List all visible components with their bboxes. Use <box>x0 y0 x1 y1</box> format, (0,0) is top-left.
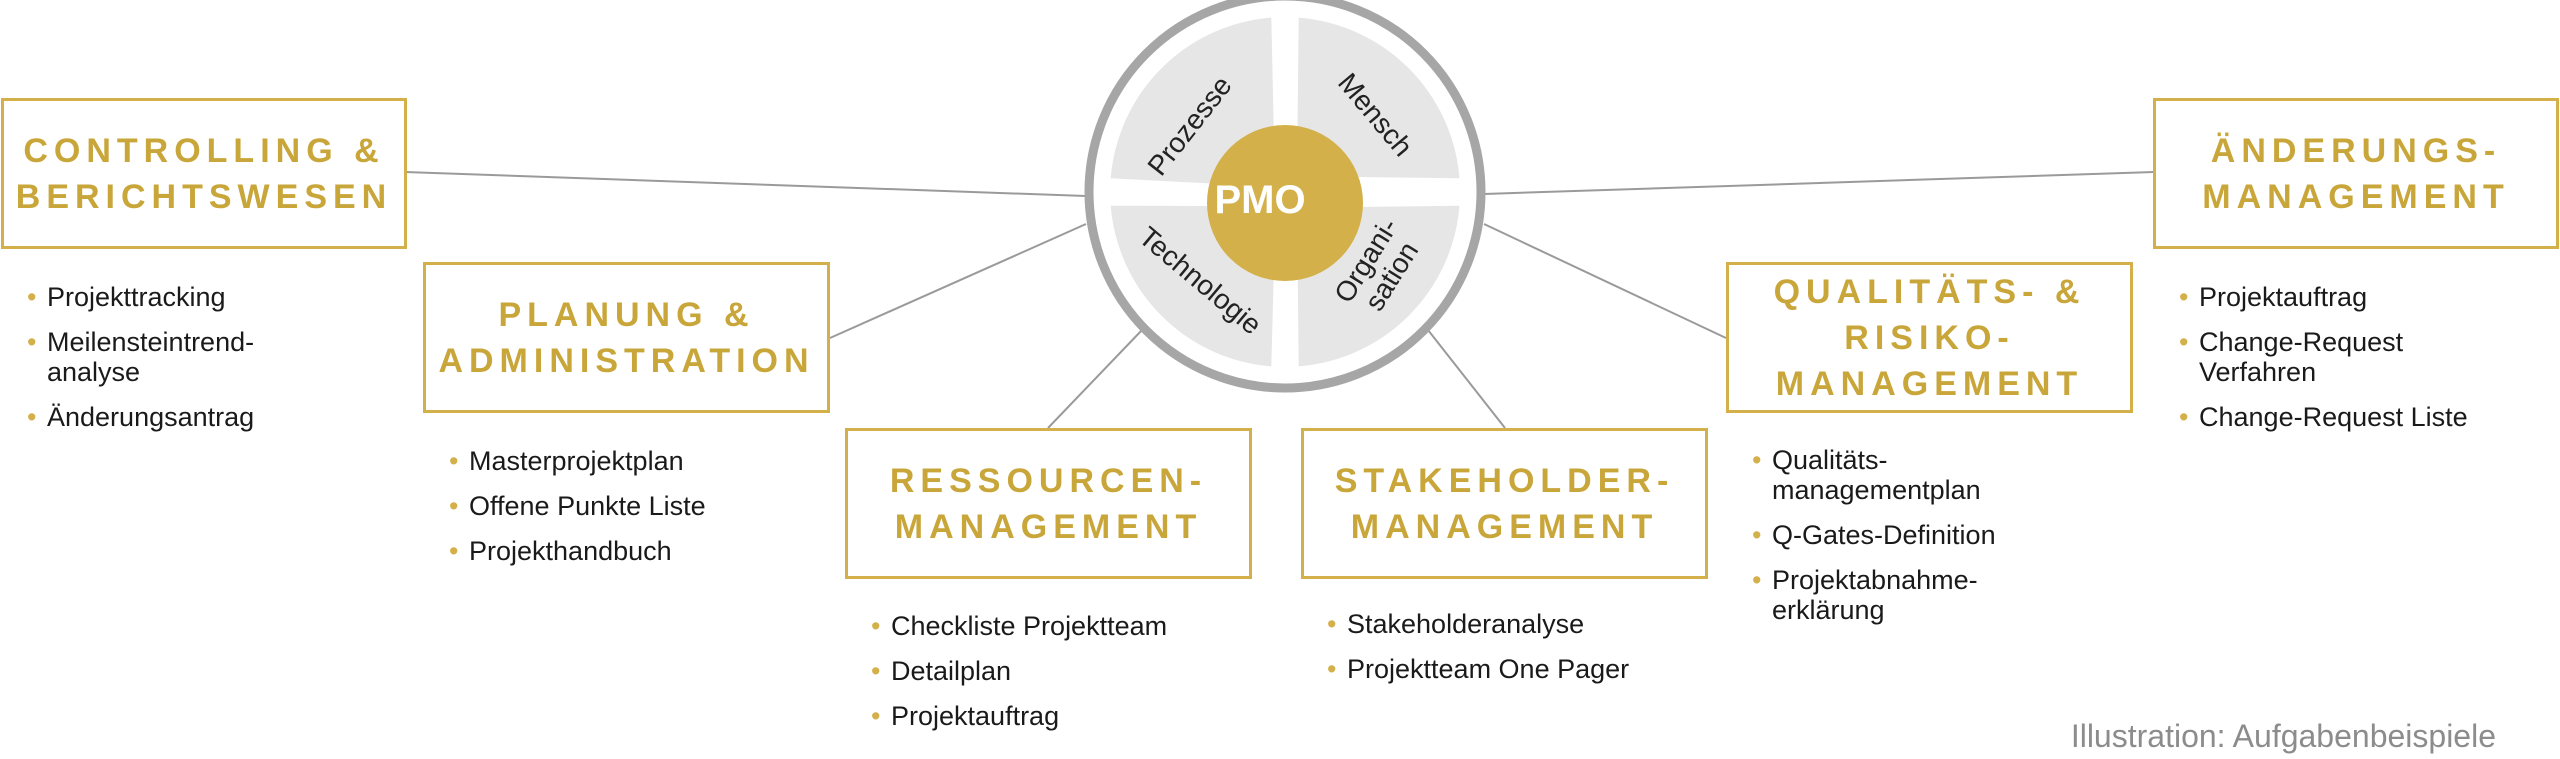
box-controlling: Controlling & Berichtswesen <box>1 98 407 249</box>
list-item: Q-Gates-Definition <box>1752 520 2132 550</box>
connector-aenderung <box>1483 171 2155 195</box>
list-item: Projektteam One Pager <box>1327 654 1707 684</box>
box-aenderung: Änderungs- management <box>2153 98 2559 249</box>
box-title-line: Änderungs- <box>2210 131 2502 170</box>
segment-prozesse <box>1110 17 1275 185</box>
pmo-center <box>1207 125 1363 281</box>
list-item: Qualitäts- managementplan <box>1752 445 2132 505</box>
caption: Illustration: Aufgabenbeispiele <box>2070 718 2496 754</box>
list-item: Meilensteintrend- analyse <box>27 327 387 387</box>
box-stakeholder: Stakeholder- management <box>1301 428 1708 579</box>
box-title-line: Stakeholder- <box>1334 461 1675 500</box>
list-item: Change-Request Liste <box>2179 402 2549 432</box>
connector-planung <box>829 223 1087 339</box>
list-item: Offene Punkte Liste <box>449 491 809 521</box>
box-title-planung: Planung & Administration <box>438 292 814 384</box>
box-title-qualitaet: Qualitäts- & Risiko- management <box>1774 269 2086 407</box>
box-ressourcen: Ressourcen- management <box>845 428 1252 579</box>
list-qualitaet: Qualitäts- managementplan Q-Gates-Defini… <box>1752 445 2132 640</box>
box-title-line: Risiko- <box>1844 318 2015 357</box>
box-title-line: management <box>1775 364 2084 403</box>
list-item: Änderungsantrag <box>27 402 387 432</box>
box-planung: Planung & Administration <box>423 262 830 413</box>
list-item: Projektabnahme- erklärung <box>1752 565 2132 625</box>
box-title-line: management <box>2202 177 2510 216</box>
box-title-line: Controlling & <box>23 131 385 170</box>
pmo-wheel <box>1084 0 1486 393</box>
box-title-line: Administration <box>438 341 815 380</box>
pmo-label: PMO <box>1214 178 1306 222</box>
segment-mensch <box>1297 17 1460 179</box>
box-title-stakeholder: Stakeholder- management <box>1335 458 1675 550</box>
list-item: Change-Request Verfahren <box>2179 327 2549 387</box>
connector-ressourcen <box>1047 329 1143 429</box>
list-controlling: Projekttracking Meilensteintrend- analys… <box>27 282 387 447</box>
box-title-line: management <box>1350 507 1659 546</box>
list-item: Detailplan <box>871 656 1251 686</box>
connector-qualitaet <box>1483 223 1727 339</box>
connector-controlling <box>404 171 1087 197</box>
list-aenderung: Projektauftrag Change-Request Verfahren … <box>2179 282 2549 447</box>
list-stakeholder: Stakeholderanalyse Projektteam One Pager <box>1327 609 1707 699</box>
list-planung: Masterprojektplan Offene Punkte Liste Pr… <box>449 446 809 581</box>
list-item: Projekttracking <box>27 282 387 312</box>
connector-stakeholder <box>1427 329 1506 429</box>
box-title-line: management <box>894 507 1203 546</box>
list-item: Checkliste Projektteam <box>871 611 1251 641</box>
box-title-ressourcen: Ressourcen- management <box>890 458 1207 550</box>
box-title-line: Berichtswesen <box>15 177 393 216</box>
list-item: Masterprojektplan <box>449 446 809 476</box>
box-qualitaet: Qualitäts- & Risiko- management <box>1726 262 2133 413</box>
box-title-line: Ressourcen- <box>889 461 1208 500</box>
list-item: Projektauftrag <box>871 701 1251 731</box>
list-item: Projektauftrag <box>2179 282 2549 312</box>
list-item: Projekthandbuch <box>449 536 809 566</box>
list-item: Stakeholderanalyse <box>1327 609 1707 639</box>
box-title-controlling: Controlling & Berichtswesen <box>16 128 392 220</box>
box-title-line: Qualitäts- & <box>1773 272 2086 311</box>
list-ressourcen: Checkliste Projektteam Detailplan Projek… <box>871 611 1251 746</box>
box-title-line: Planung & <box>498 295 755 334</box>
box-title-aenderung: Änderungs- management <box>2202 128 2509 220</box>
